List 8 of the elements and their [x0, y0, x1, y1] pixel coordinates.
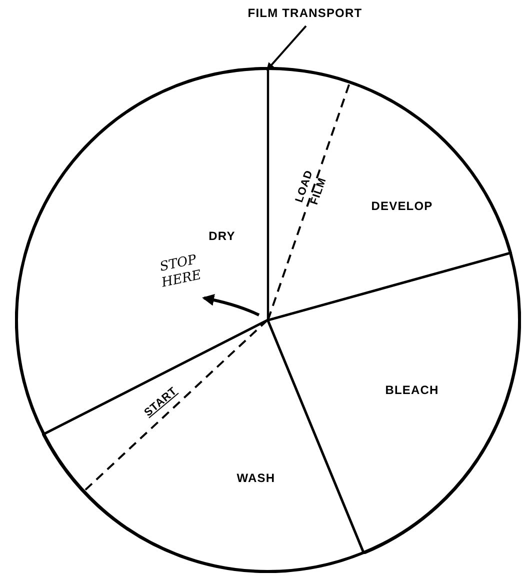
sector-label: DRY	[208, 228, 236, 245]
sector-label: WASH	[236, 470, 276, 487]
annotation-text: LOAD FILM	[292, 168, 330, 208]
annotation-text: STOP HERE	[158, 252, 204, 293]
sector-label: BLEACH	[385, 382, 439, 399]
callout-text: FILM TRANSPORT	[200, 4, 410, 22]
sector-label: DEVELOP	[371, 198, 433, 215]
leader-arrow	[266, 25, 307, 71]
